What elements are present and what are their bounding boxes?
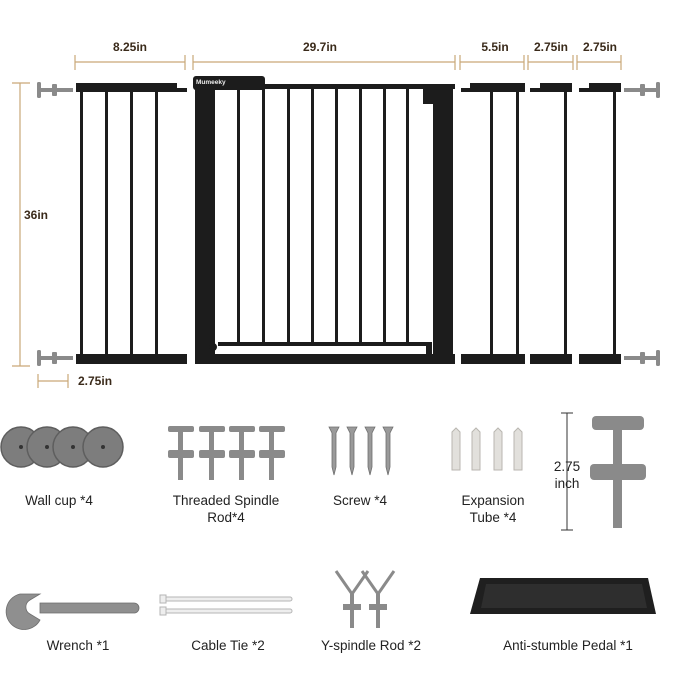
main-gate (193, 76, 455, 364)
label-y-spindle-rod: Y-spindle Rod *2 (320, 638, 422, 653)
label-screw: Screw *4 (332, 493, 388, 508)
anti-stumble-pedal (470, 578, 656, 614)
extension-2-75-a (530, 83, 572, 364)
spindle-length-bracket (561, 412, 573, 531)
y-spindle-rods (334, 570, 396, 628)
spindle-bottom-left (37, 350, 73, 366)
dim-spindle-offset: 2.75in (78, 374, 113, 388)
extension-8-25 (76, 83, 187, 364)
spindle-top-right (624, 82, 660, 98)
extension-2-75-b (579, 83, 621, 364)
brand-logo: Mumeeky (196, 79, 226, 86)
label-cable-tie: Cable Tie *2 (191, 638, 265, 653)
label-wrench: Wrench *1 (46, 638, 110, 653)
cable-ties (159, 594, 293, 616)
spindle-top-left (37, 82, 73, 98)
screws (328, 426, 394, 476)
wrench (5, 593, 140, 630)
label-spindle-length: 2.75 inch (553, 459, 581, 491)
threaded-spindle-rods (168, 426, 285, 480)
dim-ext-55-width: 5.5in (481, 40, 509, 54)
dimension-lines (12, 55, 622, 388)
label-threaded-spindle-rod: Threaded Spindle Rod*4 (172, 493, 280, 525)
dim-gate-height: 36in (24, 208, 49, 222)
wall-cups (0, 426, 124, 468)
extension-5-5 (461, 83, 525, 364)
dim-ext-275b-width: 2.75in (582, 40, 618, 54)
label-anti-stumble-pedal: Anti-stumble Pedal *1 (503, 638, 633, 653)
spindle-bottom-right (624, 350, 660, 366)
label-expansion-tube: Expansion Tube *4 (461, 493, 525, 525)
dim-gate-width: 29.7in (302, 40, 338, 54)
expansion-tubes (451, 427, 523, 471)
pressure-spindles (37, 82, 660, 366)
dim-ext-left-width: 8.25in (112, 40, 148, 54)
label-wall-cup: Wall cup *4 (25, 493, 93, 508)
large-spindle-rod (590, 416, 646, 528)
dim-ext-275a-width: 2.75in (533, 40, 569, 54)
